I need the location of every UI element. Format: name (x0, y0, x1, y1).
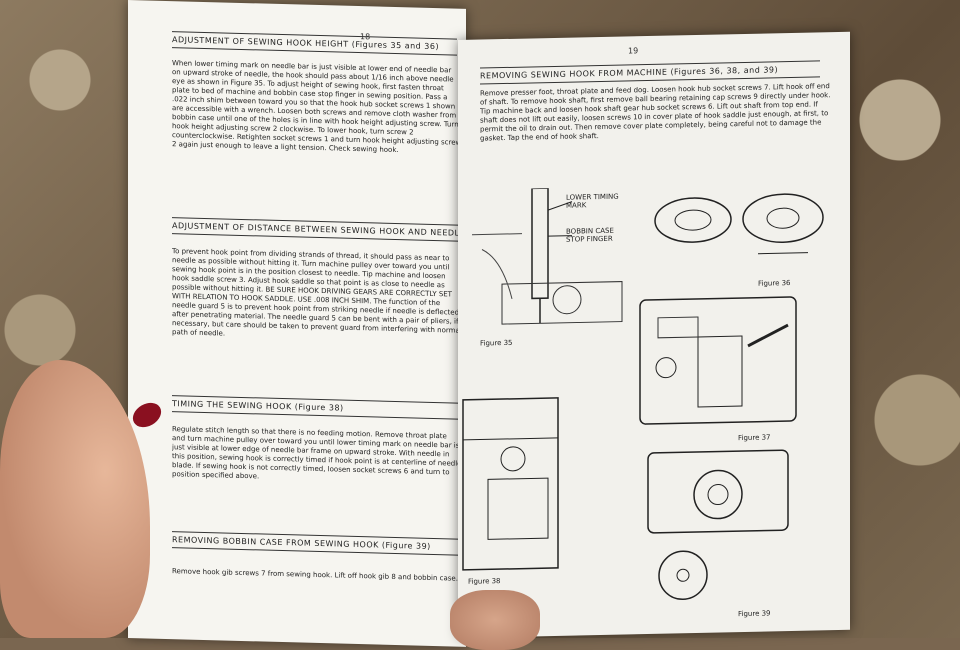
callout-lower-timing-mark: LOWER TIMING MARK (566, 192, 619, 210)
figure-37-drawing (639, 296, 797, 425)
section-text-removing-hook: Remove presser foot, throat plate and fe… (480, 82, 831, 143)
figure-39-drawing (647, 449, 789, 601)
section-text-hook-height: When lower timing mark on needle bar is … (172, 59, 462, 155)
callout-bobbin-case-stop-finger: BOBBIN CASE STOP FINGER (566, 226, 614, 244)
left-page: 18 ADJUSTMENT OF SEWING HOOK HEIGHT (Fig… (128, 0, 466, 647)
figure-35-label: Figure 35 (480, 338, 513, 348)
figure-37-label: Figure 37 (738, 433, 771, 443)
page-number-right: 19 (628, 46, 639, 56)
figure-38-drawing (462, 397, 559, 571)
right-page: 19 REMOVING SEWING HOOK FROM MACHINE (Fi… (458, 31, 850, 639)
figure-36-drawing (654, 193, 824, 255)
figure-36-label: Figure 36 (758, 279, 791, 288)
figure-38-label: Figure 38 (468, 577, 501, 586)
section-text-hook-needle: To prevent hook point from dividing stra… (172, 247, 462, 338)
section-text-bobbin: Remove hook gib screws 7 from sewing hoo… (172, 567, 458, 583)
section-text-timing: Regulate stitch length so that there is … (172, 425, 462, 481)
section-title-removing-hook: REMOVING SEWING HOOK FROM MACHINE (Figur… (480, 60, 820, 85)
section-title-timing: TIMING THE SEWING HOOK (Figure 38) (172, 395, 462, 420)
figure-35-drawing (472, 187, 623, 325)
section-title-bobbin: REMOVING BOBBIN CASE FROM SEWING HOOK (F… (172, 531, 462, 556)
section-title-hook-height: ADJUSTMENT OF SEWING HOOK HEIGHT (Figure… (172, 31, 457, 56)
right-hand (450, 590, 540, 650)
section-title-hook-needle: ADJUSTMENT OF DISTANCE BETWEEN SEWING HO… (172, 217, 462, 242)
figure-39-label: Figure 39 (738, 609, 771, 619)
